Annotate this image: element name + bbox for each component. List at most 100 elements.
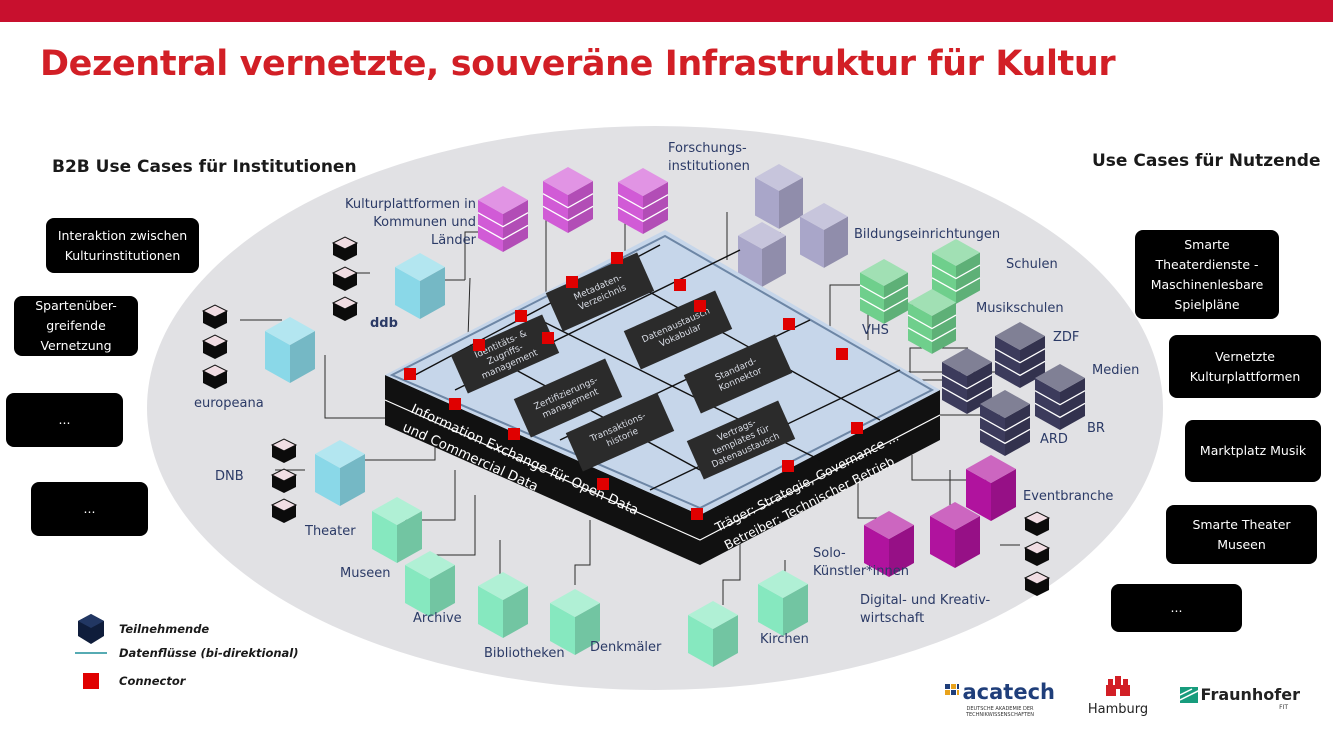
- left-usecase-4: ...: [31, 482, 148, 536]
- connector: [566, 276, 578, 288]
- platform-module: Metadaten-Verzeichnis: [545, 252, 655, 332]
- participant-cube: [395, 253, 445, 319]
- participant-label: Archive: [413, 611, 462, 626]
- participant-cube: [265, 317, 315, 383]
- participant-cube: [550, 589, 600, 655]
- left-usecase-2: Spartenüber- greifende Vernetzung: [14, 296, 138, 356]
- acatech-mark-icon: [945, 684, 959, 695]
- fraunhofer-mark-icon: [1180, 686, 1198, 703]
- platform-module: Transaktions-historie: [565, 392, 675, 472]
- fraunhofer-subline: FIT: [1279, 704, 1288, 711]
- participant-cube: [405, 551, 455, 617]
- legend-flows-label: Datenflüsse (bi-direktional): [119, 646, 299, 660]
- legend-participants-label: Teilnehmende: [119, 622, 210, 636]
- participant-cubes: [265, 164, 1086, 667]
- connector: [542, 332, 554, 344]
- right-usecase-1: Smarte Theaterdienste - Maschinenlesbare…: [1135, 230, 1279, 319]
- connector: [508, 428, 520, 440]
- participant-cube: [477, 186, 529, 252]
- participant-label: Museen: [340, 566, 390, 581]
- participant-label: Medien: [1092, 363, 1139, 378]
- stack-layer-side: [1025, 578, 1049, 596]
- participant-cube: [864, 511, 914, 577]
- participant-cube: [941, 348, 993, 414]
- participant-label: VHS: [862, 323, 889, 338]
- right-usecase-5: ...: [1111, 584, 1242, 632]
- stack-layer-side: [333, 273, 357, 291]
- participant-label: Theater: [304, 524, 356, 539]
- stack-layer-side: [272, 505, 296, 523]
- flow-line: [722, 540, 741, 605]
- participant-cube-icon: [78, 614, 104, 644]
- participant-label: DNB: [215, 469, 244, 484]
- flow-line: [464, 231, 480, 280]
- participant-cube: [688, 601, 738, 667]
- participant-cube: [979, 390, 1031, 456]
- connector: [851, 422, 863, 434]
- participant-label: Bibliotheken: [484, 646, 565, 661]
- participant-label: ddb: [370, 316, 398, 331]
- connector: [404, 368, 416, 380]
- stack-layer-side: [203, 311, 227, 329]
- right-usecase-4: Smarte Theater Museen: [1166, 505, 1317, 564]
- flow-line: [911, 455, 990, 481]
- hamburg-castle-icon: [1106, 676, 1130, 696]
- flow-line: [467, 277, 471, 339]
- acatech-subline: DEUTSCHE AKADEMIE DER TECHNIKWISSENSCHAF…: [965, 706, 1035, 718]
- connector: [691, 508, 703, 520]
- flow-line: [909, 347, 968, 380]
- left-usecase-3: ...: [6, 393, 123, 447]
- participant-label: Bildungseinrichtungen: [854, 227, 1000, 242]
- stack-layer-side: [203, 341, 227, 359]
- participant-label: ARD: [1040, 432, 1068, 447]
- participant-label: Digital- und Kreativ-wirtschaft: [860, 593, 990, 626]
- stack-layer-side: [1025, 548, 1049, 566]
- participant-label: Eventbranche: [1023, 489, 1113, 504]
- participant-cube: [1034, 364, 1086, 430]
- left-heading: B2B Use Cases für Institutionen: [52, 157, 357, 177]
- connector: [611, 252, 623, 264]
- top-brand-bar: [0, 0, 1333, 22]
- participant-cube: [907, 289, 957, 354]
- page-title: Dezentral vernetzte, souveräne Infrastru…: [40, 44, 1116, 84]
- flow-line: [324, 355, 388, 419]
- connector: [674, 279, 686, 291]
- fraunhofer-wordmark: Fraunhofer: [1200, 685, 1300, 704]
- participant-cube: [758, 570, 808, 636]
- participant-cube: [994, 322, 1046, 388]
- participant-cube: [478, 572, 528, 638]
- participant-cube: [931, 239, 981, 304]
- right-heading: Use Cases für Nutzende: [1092, 151, 1321, 171]
- connector: [449, 398, 461, 410]
- connector: [783, 318, 795, 330]
- right-usecase-3: Marktplatz Musik: [1185, 420, 1321, 482]
- left-usecase-1: Interaktion zwischen Kulturinstitutionen: [46, 218, 199, 273]
- legend-participants: Teilnehmende: [75, 612, 209, 646]
- flow-line: [574, 520, 591, 585]
- participant-cube: [542, 167, 594, 233]
- connector: [694, 300, 706, 312]
- participant-cube: [966, 455, 1016, 521]
- participant-label: Denkmäler: [590, 640, 662, 655]
- flow-line: [430, 495, 476, 556]
- participant-cube: [315, 440, 365, 506]
- participant-label: Forschungs-institutionen: [668, 141, 750, 174]
- acatech-wordmark: acatech: [962, 680, 1055, 704]
- participant-cube: [617, 168, 669, 234]
- connector-icon: [83, 673, 99, 689]
- acatech-logo: acatech DEUTSCHE AKADEMIE DER TECHNIKWIS…: [945, 680, 1055, 718]
- connector: [473, 339, 485, 351]
- participant-label: europeana: [194, 396, 264, 411]
- connector: [597, 478, 609, 490]
- connector: [515, 310, 527, 322]
- flow-line: [857, 470, 878, 519]
- legend-connector: Connector: [75, 673, 185, 689]
- flow-line: [829, 284, 860, 330]
- hamburg-wordmark: Hamburg: [1087, 702, 1149, 717]
- stack-layer-side: [333, 303, 357, 321]
- stack-layer-side: [333, 243, 357, 261]
- participant-label: BR: [1087, 421, 1105, 436]
